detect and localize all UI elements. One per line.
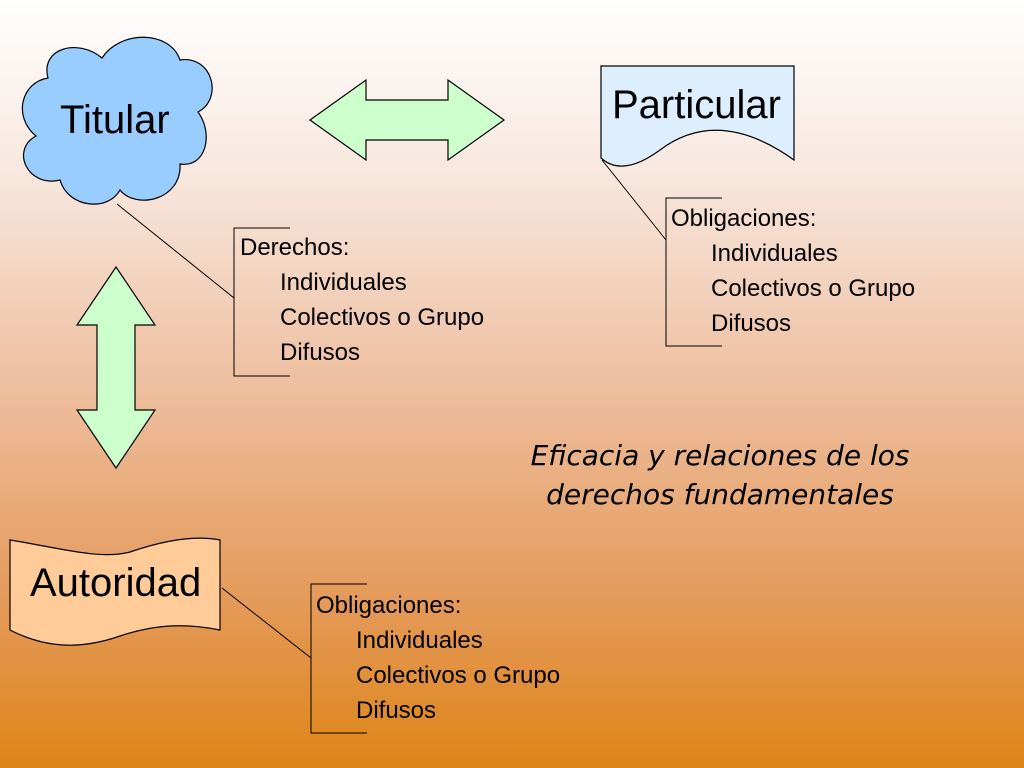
titular-cloud-shape bbox=[21, 36, 213, 205]
list-item: Individuales bbox=[280, 269, 407, 296]
list-item: Difusos bbox=[280, 339, 361, 366]
particular-document-shape bbox=[600, 65, 795, 167]
autoridad-flag-shape bbox=[9, 537, 221, 646]
titular-rights-list: Derechos: Individuales Colectivos o Grup… bbox=[240, 230, 484, 370]
list-item: Colectivos o Grupo bbox=[356, 662, 561, 689]
particular-connector-line bbox=[601, 159, 667, 241]
particular-obligations-list: Obligaciones: Individuales Colectivos o … bbox=[671, 201, 915, 341]
particular-list-bracket bbox=[665, 197, 722, 347]
titular-list-bracket bbox=[233, 227, 290, 377]
list-item: Individuales bbox=[356, 627, 483, 654]
titular-connector-line bbox=[116, 203, 235, 299]
autoridad-label: Autoridad bbox=[30, 561, 202, 605]
list-heading: Obligaciones: bbox=[671, 205, 817, 232]
titular-label: Titular bbox=[60, 98, 170, 142]
list-item: Difusos bbox=[711, 310, 792, 337]
caption-line-1: Eficacia y relaciones de los bbox=[530, 439, 910, 472]
autoridad-obligations-list: Obligaciones: Individuales Colectivos o … bbox=[316, 588, 560, 728]
horizontal-double-arrow bbox=[308, 78, 506, 162]
list-item: Colectivos o Grupo bbox=[280, 304, 485, 331]
slide-caption: Eficacia y relaciones de los derechos fu… bbox=[490, 436, 950, 514]
list-heading: Obligaciones: bbox=[316, 592, 462, 619]
list-heading: Derechos: bbox=[240, 234, 350, 261]
autoridad-list-bracket bbox=[310, 583, 367, 734]
particular-label: Particular bbox=[612, 83, 781, 127]
caption-line-2: derechos fundamentales bbox=[546, 478, 894, 511]
list-item: Individuales bbox=[711, 240, 838, 267]
list-item: Colectivos o Grupo bbox=[711, 275, 916, 302]
autoridad-connector-line bbox=[221, 587, 312, 659]
list-item: Difusos bbox=[356, 697, 437, 724]
vertical-double-arrow bbox=[75, 265, 157, 470]
